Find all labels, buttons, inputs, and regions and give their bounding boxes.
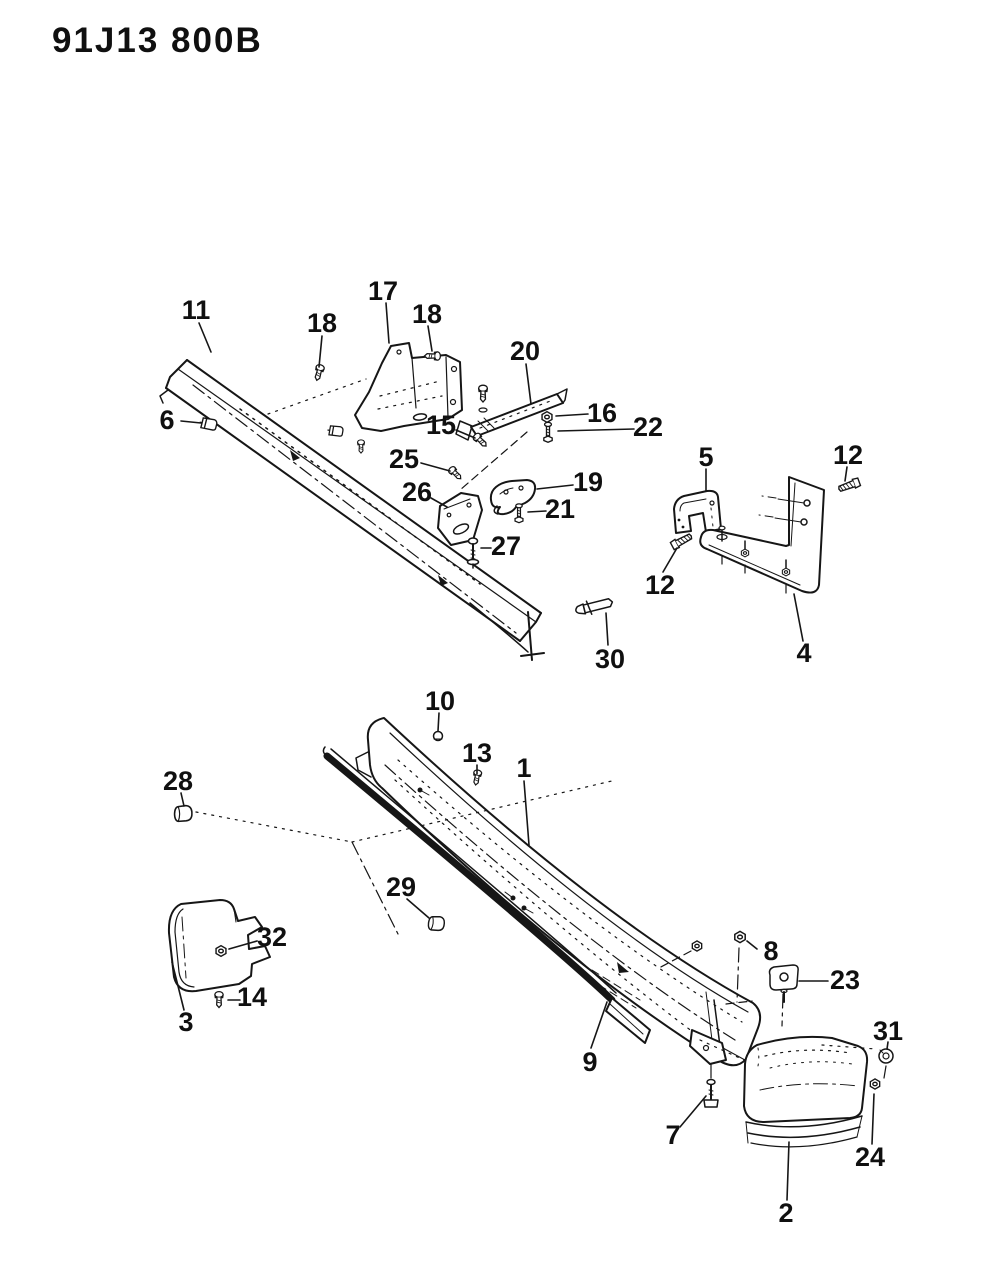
part-30-rivet	[575, 598, 614, 616]
callout-23: 23	[830, 965, 860, 995]
screw-under-bracket-17	[357, 439, 365, 454]
callout-19: 19	[573, 467, 603, 497]
callout-21: 21	[545, 494, 575, 524]
callout-32: 32	[257, 922, 287, 952]
part-16-nut	[541, 410, 553, 424]
part-22-stud	[543, 421, 553, 443]
part-4-bracket	[699, 476, 825, 599]
part-20-strap	[455, 384, 568, 441]
leader-lines	[171, 302, 889, 1201]
part-29-plug	[426, 914, 446, 933]
part-25-screw	[446, 464, 465, 483]
page-title: 91J13 800B	[52, 21, 263, 60]
part-23-retainer	[768, 964, 799, 1003]
callout-12-b: 12	[645, 570, 675, 600]
callout-16: 16	[587, 398, 617, 428]
phantom-lines	[195, 378, 887, 1079]
part-14-screw	[214, 990, 224, 1009]
callout-17: 17	[368, 276, 398, 306]
bar-end-tab	[689, 1029, 727, 1065]
part-17-bracket	[354, 342, 463, 432]
callout-14: 14	[237, 982, 267, 1012]
part-31-grommet	[878, 1048, 894, 1064]
callout-13: 13	[462, 738, 492, 768]
callouts: 11 18 17 18 20 6 15 16 22 25 26 19 21 27…	[159, 276, 903, 1228]
part-8-nut	[734, 930, 746, 944]
callout-11: 11	[182, 295, 211, 325]
part-12-bolt-left	[669, 531, 695, 551]
callout-18-a: 18	[307, 308, 337, 338]
part-5-bracket	[673, 489, 722, 534]
callout-22: 22	[633, 412, 663, 442]
callout-28: 28	[163, 766, 193, 796]
part-10-clip	[432, 730, 444, 742]
callout-29: 29	[386, 872, 416, 902]
part-12-bolt-right	[836, 476, 862, 495]
part-26-bracket	[437, 492, 483, 546]
part-19-hook	[489, 479, 537, 516]
callout-18-b: 18	[412, 299, 442, 329]
callout-31: 31	[873, 1016, 903, 1046]
bar-top-nut	[691, 940, 703, 952]
callout-24: 24	[855, 1142, 885, 1172]
callout-4: 4	[796, 638, 811, 668]
callout-9: 9	[582, 1047, 597, 1077]
callout-3: 3	[178, 1007, 193, 1037]
part-27-bolt	[466, 537, 480, 569]
part-7-bolt	[703, 1078, 719, 1108]
callout-7: 7	[665, 1120, 680, 1150]
callout-20: 20	[510, 336, 540, 366]
callout-2: 2	[778, 1198, 793, 1228]
callout-12-a: 12	[833, 440, 863, 470]
callout-30: 30	[595, 644, 625, 674]
callout-1: 1	[516, 753, 531, 783]
callout-8: 8	[763, 936, 778, 966]
part-15-screw	[471, 431, 490, 450]
callout-15: 15	[426, 410, 456, 440]
part-9-rub-strip	[322, 746, 651, 1044]
part-2-end-cap	[743, 1035, 869, 1148]
part-28-plug	[173, 804, 193, 823]
clip-under-bracket-17	[326, 424, 345, 438]
callout-10: 10	[425, 686, 455, 716]
part-6-clip	[197, 415, 219, 432]
part-11-rail	[159, 359, 545, 661]
part-1-face-bar	[355, 717, 762, 1067]
part-32-nut	[215, 944, 227, 958]
callout-6: 6	[159, 405, 174, 435]
part-3-end-cap	[167, 899, 271, 993]
callout-25: 25	[389, 444, 419, 474]
callout-26: 26	[402, 477, 432, 507]
part-21-stud	[514, 503, 524, 524]
part-24-nut	[869, 1078, 881, 1090]
callout-5: 5	[698, 442, 713, 472]
bar-top-nut-leader	[656, 950, 692, 970]
callout-27: 27	[491, 531, 521, 561]
